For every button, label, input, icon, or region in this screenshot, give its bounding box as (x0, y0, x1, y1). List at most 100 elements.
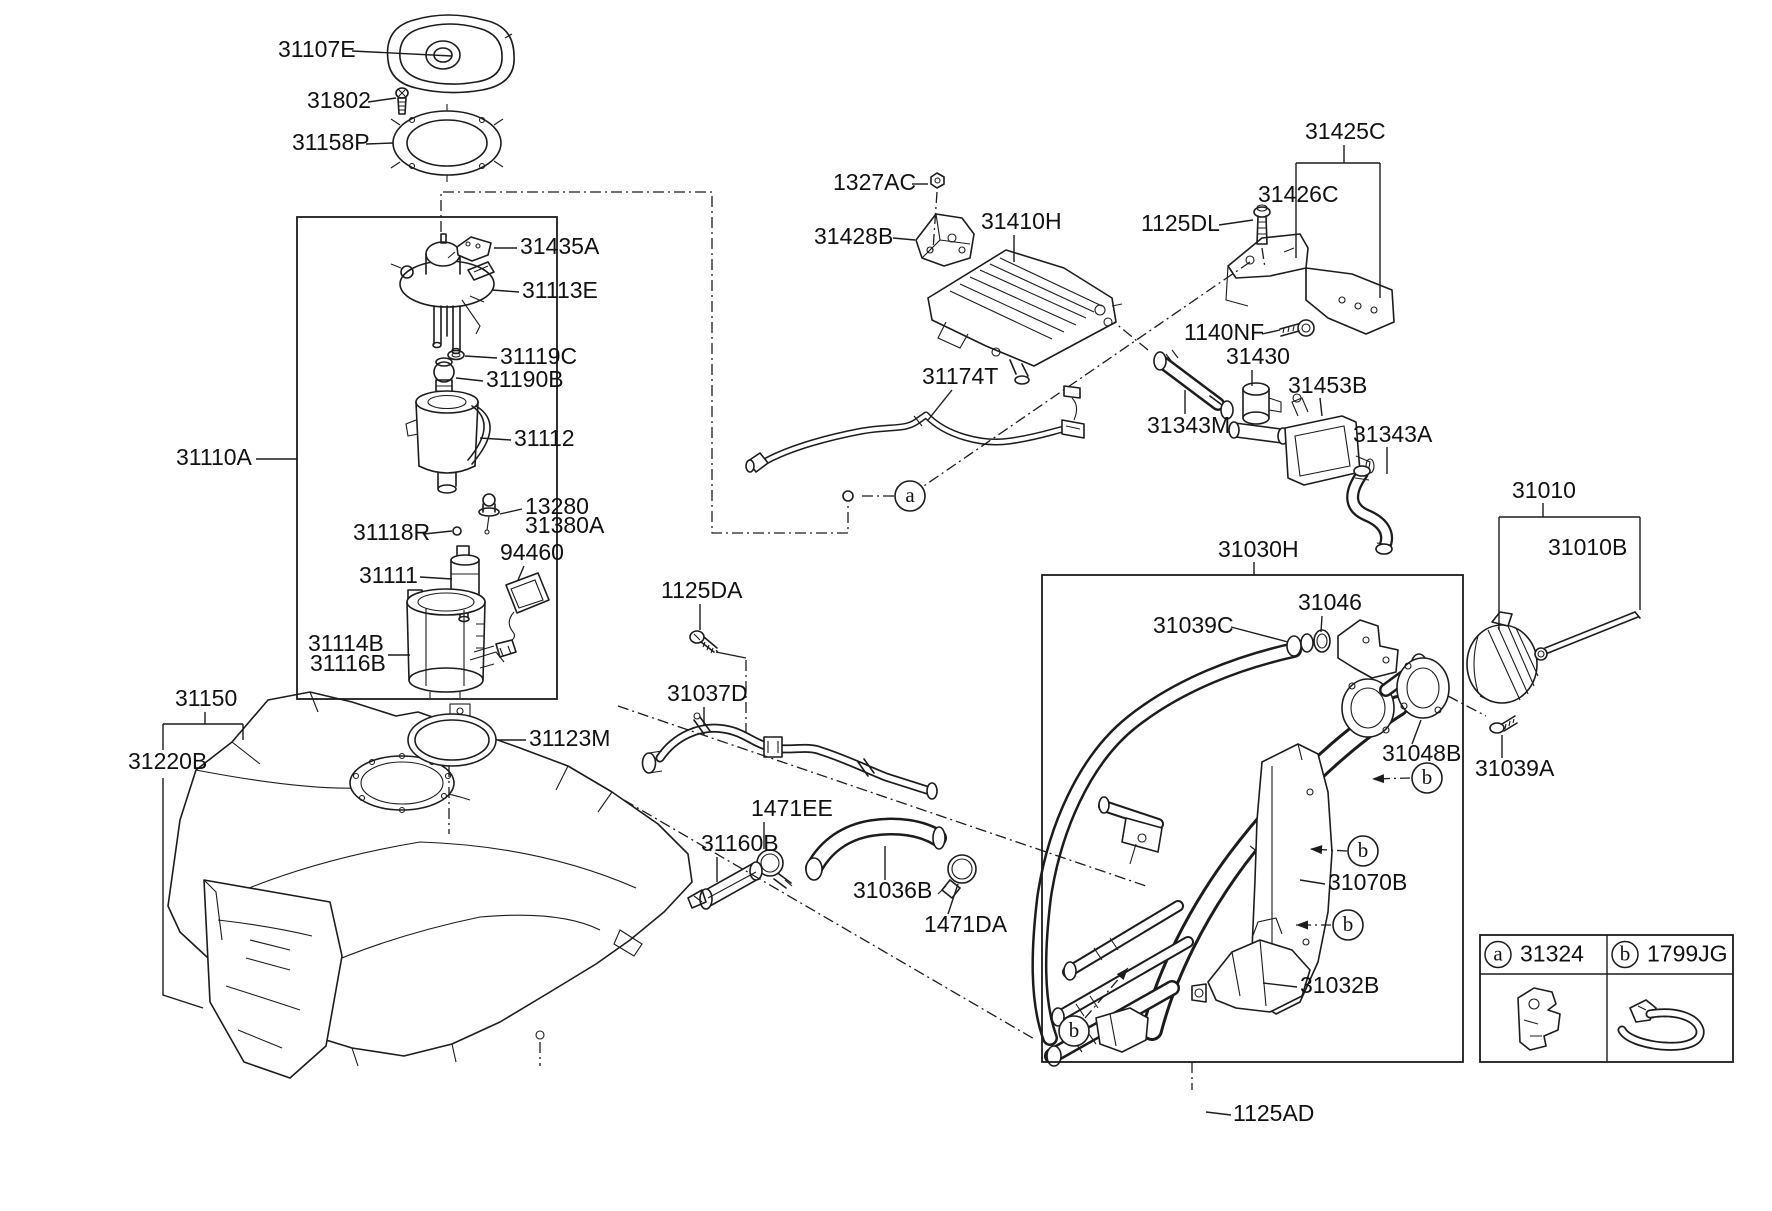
part-label-1140NF: 1140NF (1184, 319, 1264, 345)
leader-line (419, 576, 453, 580)
part-label-31032B: 31032B (1300, 972, 1379, 998)
bolt-1125DA (689, 630, 719, 654)
leader-line (464, 355, 498, 359)
part-label-31160B: 31160B (701, 830, 779, 856)
part-label-31802: 31802 (307, 87, 371, 113)
legend-letter-circle-b (1611, 940, 1639, 969)
vapor-hose-31343M (1153, 349, 1234, 420)
leader-line (423, 530, 453, 535)
part-label-31453B: 31453B (1288, 372, 1367, 398)
leader-line (1218, 219, 1254, 226)
part-label-31113E: 31113E (522, 277, 598, 303)
screw-31039A (1489, 715, 1518, 734)
leader-line (1262, 982, 1298, 988)
part-label-31190B: 31190B (486, 366, 564, 392)
fuel-filter-31112 (405, 390, 491, 494)
part-label-31343A: 31343A (1353, 421, 1433, 447)
bolt-1125DL (1253, 204, 1271, 245)
part-label-31220B: 31220B (128, 748, 207, 774)
leader-line (1319, 397, 1323, 417)
callout-circle-a (894, 480, 926, 512)
diagram-artwork (167, 14, 1705, 1079)
assembly-box-1 (1041, 574, 1464, 1063)
ring-31118R (452, 526, 462, 536)
callout-letter-b: b (1069, 1018, 1080, 1042)
legend-clip-icon (1517, 987, 1561, 1051)
arrow-head (1310, 845, 1323, 855)
legend-letter-b: b (1620, 941, 1631, 965)
leader-line (351, 50, 453, 57)
part-label-94460: 94460 (500, 539, 564, 565)
valve-31430 (1228, 382, 1289, 445)
leader-line (1205, 1111, 1232, 1116)
route-dashdot-line (1113, 321, 1149, 351)
tank-shield-31220B (203, 879, 343, 1079)
cap-tether-31010B (1544, 611, 1641, 654)
part-label-31118R: 31118R (353, 519, 430, 545)
part-label-31010B: 31010B (1548, 534, 1627, 560)
leader-line (1230, 626, 1289, 643)
part-label-31048B: 31048B (1382, 740, 1461, 766)
part-label-13280: 13280 (525, 493, 589, 519)
leader-line (367, 97, 397, 103)
leader-line (1320, 615, 1323, 633)
part-label-31435A: 31435A (520, 233, 600, 259)
leader-line (947, 883, 959, 915)
callout-letter-a: a (905, 483, 915, 507)
legend-letter-circle-a (1484, 940, 1512, 969)
callout-circle-b (1411, 762, 1443, 794)
routing-lines (440, 191, 1487, 1090)
part-label-1471EE: 1471EE (751, 795, 833, 821)
filler-hose-31036B (805, 817, 947, 881)
fuel-cap-31010 (1466, 611, 1641, 704)
part-label-31039C: 31039C (1153, 612, 1234, 638)
part-label-31426C: 31426C (1258, 181, 1339, 207)
part-label-31112: 31112 (514, 425, 575, 451)
hose-clamp-1471DA (937, 854, 977, 899)
route-dashdot-line (623, 799, 1037, 1041)
arrow-head (1116, 968, 1128, 981)
leader-line (1299, 879, 1326, 885)
legend-letter-a: a (1493, 941, 1503, 965)
nut-1327AC (930, 172, 945, 189)
callout-letter-b: b (1358, 838, 1369, 862)
part-label-31039A: 31039A (1475, 755, 1555, 781)
vapor-hose-31343A (1346, 465, 1394, 555)
part-label-31107E: 31107E (278, 36, 356, 62)
part-label-31428B: 31428B (814, 223, 893, 249)
part-label-31116B: 31116B (310, 650, 386, 676)
part-label-31380A: 31380A (525, 512, 605, 538)
part-label-31010: 31010 (1512, 477, 1576, 503)
assembly-boxes (296, 216, 1464, 1063)
part-label-31158P: 31158P (292, 129, 370, 155)
legend-code-31324: 31324 (1520, 941, 1584, 967)
arrow-head (1372, 774, 1385, 784)
part-label-31036B: 31036B (853, 877, 932, 903)
leader-line (715, 651, 747, 659)
part-label-31123M: 31123M (529, 725, 610, 751)
bolt-1140NF (1279, 319, 1315, 337)
lock-ring-31158P (390, 104, 504, 182)
vapor-tube-31037D (641, 712, 938, 800)
part-label-31030H: 31030H (1218, 536, 1299, 562)
part-labels: 31107E3180231158P31110A31435A31113E31119… (128, 36, 1627, 1126)
leader-line (499, 508, 523, 515)
leader-lines (162, 50, 1641, 1116)
leader-line (365, 142, 394, 145)
leader-line (892, 237, 916, 241)
legend-cable-tie-icon (1617, 999, 1705, 1051)
clip-point-a (842, 490, 854, 502)
part-label-31070B: 31070B (1328, 869, 1407, 895)
route-dashdot-line (1447, 695, 1487, 717)
reservoir-cup-31114B (406, 588, 486, 698)
filler-neck-assembly (1031, 619, 1450, 1067)
part-label-31343M: 31343M (1147, 412, 1230, 438)
washer-31119C (447, 349, 465, 361)
part-label-31430: 31430 (1226, 343, 1290, 369)
filler-tube-31160B (687, 861, 763, 910)
callout-circle-b (1332, 909, 1364, 941)
part-label-31110A: 31110A (176, 444, 253, 470)
route-dashdot-line (440, 191, 849, 534)
